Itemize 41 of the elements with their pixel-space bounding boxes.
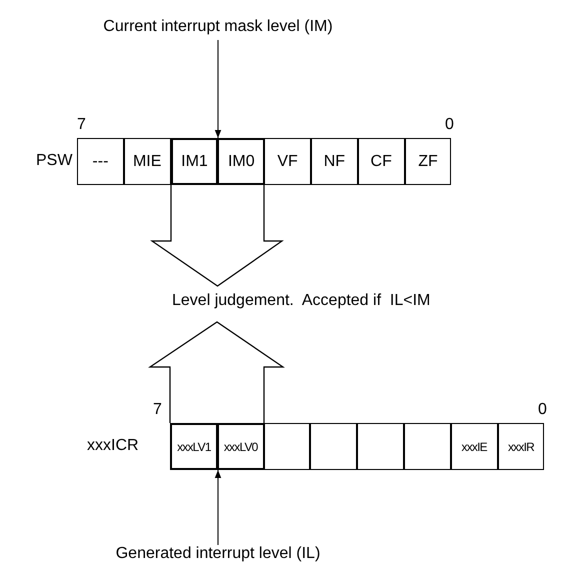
- bit-name: xxxLV0: [224, 440, 258, 454]
- bit-name: CF: [370, 152, 392, 170]
- register-bit-cell: [498, 423, 544, 470]
- register-bit-cell: [310, 423, 358, 470]
- bit-number: 7: [77, 116, 86, 134]
- register-bit-cell: [264, 138, 311, 185]
- register-name: PSW: [36, 152, 72, 170]
- bit-name: MIE: [132, 152, 162, 170]
- bit-name: xxxLV1: [177, 440, 211, 454]
- register-bit-cell: [404, 138, 452, 185]
- bit-name: xxxIR: [508, 440, 534, 454]
- bit-name: ZF: [418, 152, 438, 170]
- bit-name: IM0: [228, 152, 255, 170]
- bit-name: VF: [277, 152, 298, 170]
- register-bit-cell: [216, 423, 265, 470]
- block-arrow: [150, 184, 284, 287]
- register-bit-cell: [217, 138, 266, 185]
- arrow: [214, 470, 222, 546]
- register-bit-cell: [77, 138, 124, 185]
- caption-text: Current interrupt mask level (IM): [103, 18, 333, 36]
- bit-number: 0: [445, 116, 454, 134]
- block-arrow: [148, 321, 285, 424]
- register-bit-cell: [124, 138, 171, 185]
- register-bit-cell: [357, 423, 404, 470]
- register-bit-cell: [264, 423, 310, 470]
- arrow: [214, 40, 222, 138]
- register-bit-cell: [358, 138, 405, 185]
- register-bit-cell: [404, 423, 451, 470]
- bit-name: xxxIE: [462, 440, 487, 454]
- bit-name: IM1: [181, 152, 208, 170]
- bit-number: 0: [538, 401, 547, 419]
- bit-number: 7: [153, 401, 162, 419]
- register-bit-cell: [311, 138, 358, 185]
- register-bit-cell: [450, 423, 498, 470]
- bit-name: ---: [92, 152, 108, 170]
- register-bit-cell: [170, 138, 218, 185]
- bit-name: NF: [324, 152, 346, 170]
- register-bit-cell: [170, 423, 218, 470]
- register-name: xxxICR: [87, 437, 139, 455]
- caption-text: Level judgement. Accepted if IL<IM: [172, 292, 430, 310]
- caption-text: Generated interrupt level (IL): [116, 545, 320, 563]
